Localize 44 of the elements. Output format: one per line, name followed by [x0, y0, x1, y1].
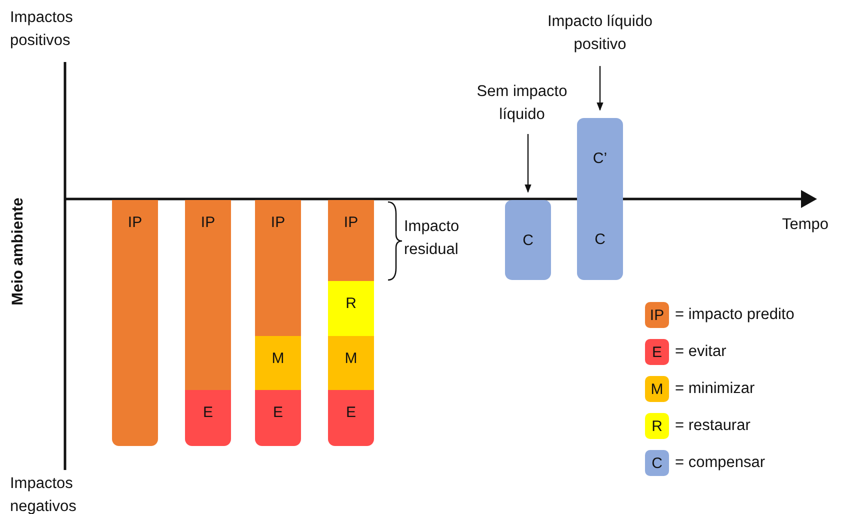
callout-text: Impacto líquido positivo: [546, 12, 654, 55]
bar-segment: [255, 390, 301, 446]
bar-segment: [255, 336, 301, 390]
bar-segment: [328, 390, 374, 446]
segment-label: M: [344, 350, 358, 367]
bar-segment: [255, 200, 301, 336]
segment-label: C’: [592, 150, 608, 167]
bar-segment: [112, 200, 158, 446]
legend-swatch: R: [645, 413, 669, 439]
arrow: [524, 134, 532, 193]
legend-swatch: C: [645, 450, 669, 476]
legend-swatch: E: [645, 339, 669, 365]
callout-text: Sem impacto líquido: [476, 82, 568, 125]
axis-label: Impactos positivos: [10, 8, 74, 51]
legend-text: = compensar: [675, 454, 766, 472]
bar-segment: [185, 390, 231, 446]
segment-label: IP: [200, 214, 216, 231]
bar-segment: [328, 336, 374, 390]
legend-text: = impacto predito: [675, 306, 794, 324]
segment-label: E: [202, 404, 213, 421]
segment-label: E: [346, 404, 356, 421]
legend-text: = restaurar: [675, 417, 750, 435]
bar-segment: [505, 200, 551, 280]
bar-segment: [328, 200, 374, 281]
bracket-label: Impacto residual: [404, 217, 460, 260]
bar-segment: [328, 281, 374, 336]
segment-label: C: [594, 231, 606, 248]
axis-label: Tempo: [782, 215, 830, 235]
legend-swatch: M: [645, 376, 669, 402]
legend-text: = evitar: [675, 343, 726, 361]
axis-title: Meio ambiente: [8, 196, 28, 308]
segment-label: IP: [128, 214, 142, 231]
segment-label: R: [346, 295, 356, 312]
legend-swatch: IP: [645, 302, 669, 328]
segment-label: E: [272, 404, 283, 421]
bar-segment: [185, 200, 231, 390]
segment-label: C: [522, 232, 534, 248]
bar-segment: [577, 118, 623, 280]
legend-text: = minimizar: [675, 380, 755, 398]
segment-label: IP: [344, 214, 358, 231]
segment-label: M: [272, 350, 284, 367]
segment-label: IP: [270, 214, 286, 231]
axis-label: Impactos negativos: [10, 474, 78, 514]
arrow: [596, 66, 604, 111]
